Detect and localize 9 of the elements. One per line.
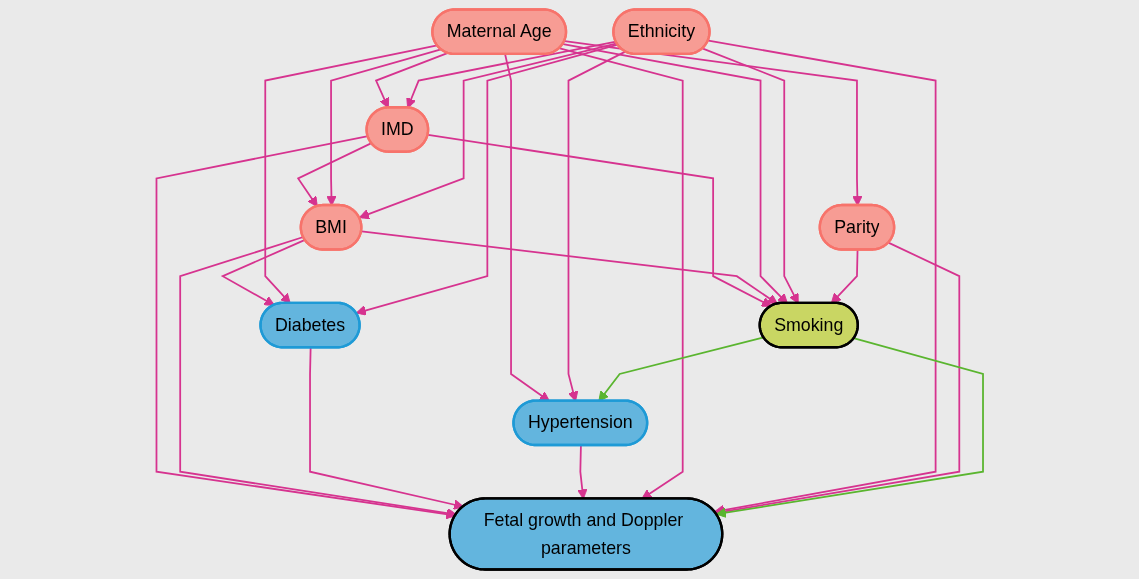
- arrow: [360, 230, 778, 305]
- arrow: [179, 236, 457, 519]
- arrow: [830, 249, 859, 304]
- arrow: [155, 135, 456, 520]
- arrow: [355, 43, 619, 316]
- arrow: [562, 43, 788, 304]
- arrow: [715, 337, 984, 518]
- arrow: [427, 133, 772, 307]
- arrow: [220, 239, 306, 306]
